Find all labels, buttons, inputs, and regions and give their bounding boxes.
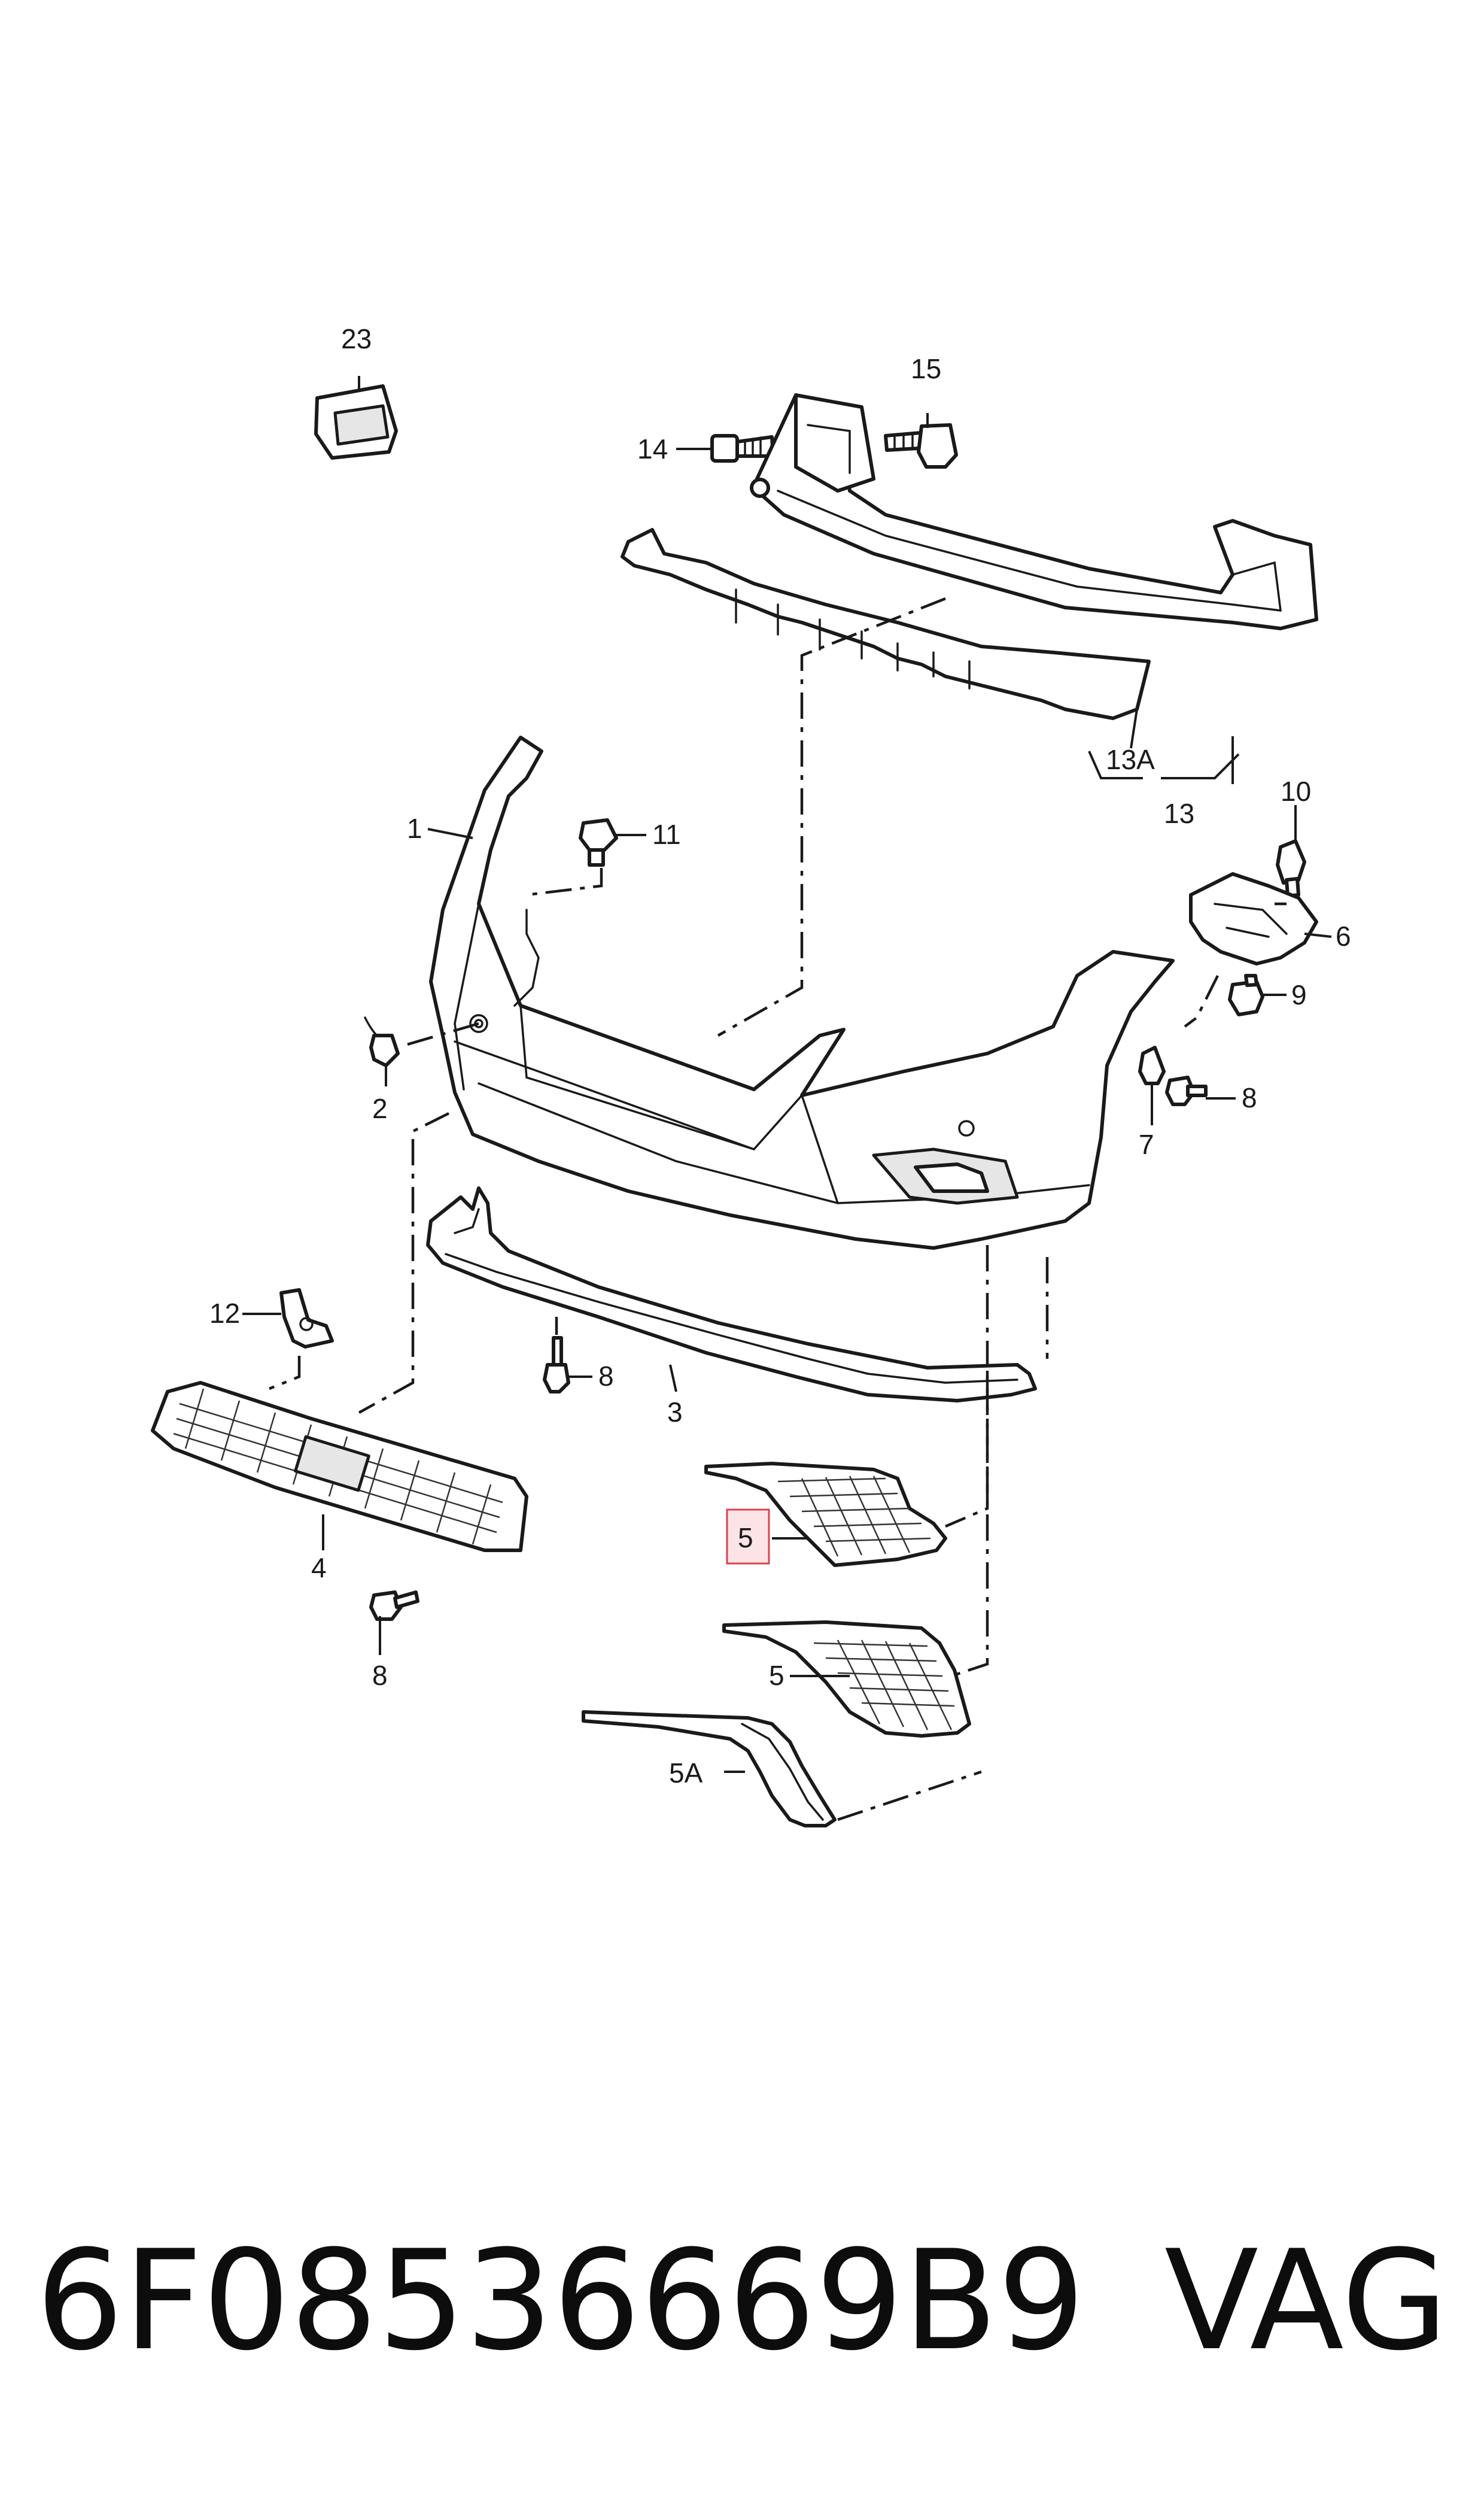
connection-lines bbox=[269, 597, 1287, 1821]
callout-5-highlight-box bbox=[726, 1508, 770, 1565]
part-1-bumper-cover[interactable] bbox=[429, 736, 1175, 1250]
part-number: 6F08536669B9 bbox=[36, 2221, 1085, 2381]
callout-12[interactable]: 12 bbox=[209, 1298, 240, 1329]
callout-5[interactable]: 5 bbox=[769, 1660, 784, 1691]
callout-1[interactable]: 1 bbox=[407, 813, 422, 844]
part-12-clip[interactable] bbox=[279, 1288, 334, 1349]
part-23-clip[interactable] bbox=[314, 384, 398, 460]
callout-14[interactable]: 14 bbox=[637, 433, 668, 464]
callout-10[interactable]: 10 bbox=[1281, 776, 1311, 807]
part-2-plug[interactable] bbox=[364, 1016, 400, 1067]
callout-5-highlighted[interactable]: 5 bbox=[738, 1522, 753, 1553]
part-10-clip[interactable] bbox=[1276, 839, 1306, 898]
part-13-bumper-reinforcement[interactable] bbox=[750, 393, 1318, 630]
part-11-screw[interactable] bbox=[579, 818, 618, 867]
part-6-bracket[interactable] bbox=[1189, 872, 1318, 966]
part-5-fog-grille[interactable] bbox=[722, 1620, 971, 1738]
part-14-bolt[interactable] bbox=[710, 434, 775, 463]
callout-3[interactable]: 3 bbox=[667, 1396, 683, 1428]
callout-2[interactable]: 2 bbox=[372, 1093, 388, 1124]
callout-6[interactable]: 6 bbox=[1336, 921, 1351, 952]
part-9-screw[interactable] bbox=[1228, 974, 1264, 1016]
brand-name: VAG bbox=[1164, 2221, 1448, 2381]
part-3-lower-spoiler[interactable] bbox=[426, 1186, 1037, 1402]
part-5-fog-grille-highlighted[interactable] bbox=[704, 1462, 947, 1567]
part-8-screw-right[interactable] bbox=[1165, 1076, 1208, 1106]
callout-23[interactable]: 23 bbox=[341, 323, 372, 354]
part-7-bracket-clip[interactable] bbox=[1138, 1046, 1166, 1085]
leader-lines bbox=[242, 376, 1332, 1773]
part-4-center-grille[interactable] bbox=[151, 1381, 528, 1552]
callout-9[interactable]: 9 bbox=[1291, 979, 1307, 1010]
callout-4[interactable]: 4 bbox=[311, 1552, 327, 1583]
part-5A-trim-strip[interactable] bbox=[582, 1710, 837, 1827]
callout-5A[interactable]: 5A bbox=[669, 1757, 703, 1789]
callout-13A[interactable]: 13A bbox=[1106, 744, 1155, 775]
callout-8-right[interactable]: 8 bbox=[1242, 1082, 1257, 1113]
callout-13[interactable]: 13 bbox=[1164, 798, 1194, 829]
part-8-screw-left[interactable] bbox=[369, 1590, 419, 1621]
callout-7[interactable]: 7 bbox=[1139, 1129, 1154, 1160]
callout-15[interactable]: 15 bbox=[911, 353, 941, 384]
part-8-screw-middle[interactable] bbox=[543, 1336, 570, 1393]
callout-8-left[interactable]: 8 bbox=[372, 1660, 388, 1691]
part-13A-energy-absorber[interactable] bbox=[621, 528, 1151, 720]
callout-8-middle[interactable]: 8 bbox=[598, 1361, 614, 1392]
callout-labels: 23 15 14 13A 13 10 1 11 6 9 2 8 7 12 8 3… bbox=[209, 323, 1351, 1789]
callout-11[interactable]: 11 bbox=[652, 819, 681, 850]
part-15-bolt[interactable] bbox=[884, 423, 958, 469]
